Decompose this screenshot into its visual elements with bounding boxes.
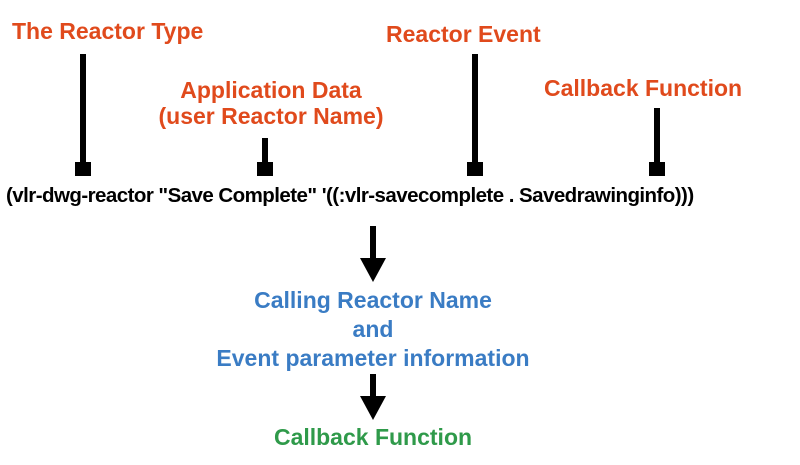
label-reactor-type: The Reactor Type	[12, 18, 204, 44]
label-application-data: Application Data (user Reactor Name)	[159, 77, 384, 129]
pointer-callback-function	[649, 108, 665, 176]
arrow-down-2	[360, 374, 386, 420]
flow-event-parameter-information: Event parameter information	[216, 345, 530, 371]
label-reactor-event: Reactor Event	[386, 21, 541, 47]
flow-and: and	[352, 316, 394, 342]
flow-callback-function: Callback Function	[273, 424, 473, 450]
arrow-down-1	[360, 226, 386, 282]
pointer-application-data	[257, 138, 273, 176]
label-application-data-line2: (user Reactor Name)	[158, 103, 384, 129]
code-expression: (vlr-dwg-reactor "Save Complete" '((:vlr…	[6, 184, 694, 207]
pointer-reactor-type	[75, 54, 91, 176]
label-application-data-line1: Application Data	[180, 77, 362, 103]
pointer-reactor-event	[467, 54, 483, 176]
flow-calling-reactor-name: Calling Reactor Name	[254, 287, 492, 313]
label-callback-function-top: Callback Function	[544, 75, 743, 101]
